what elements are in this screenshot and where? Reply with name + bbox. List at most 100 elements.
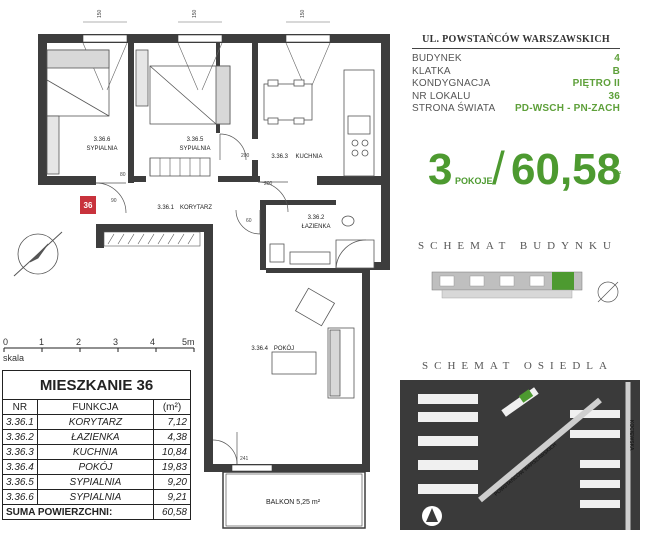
room-code-1: 3.36.1 xyxy=(157,205,174,211)
room-code-2: 3.36.2 xyxy=(308,215,325,221)
row-nr: 3.36.5 xyxy=(2,474,38,490)
row-function: KUCHNIA xyxy=(36,444,155,460)
separator-slash: / xyxy=(492,142,505,194)
col-header-function: FUNKCJA xyxy=(36,399,155,415)
row-area: 4,38 xyxy=(153,429,191,445)
info-value: 4 xyxy=(614,53,620,64)
door-dim-200b: 200 xyxy=(264,181,273,187)
row-nr: 3.36.2 xyxy=(2,429,38,445)
building-schema-image xyxy=(431,271,583,299)
room-name-3: KUCHNIA xyxy=(295,154,322,160)
col-header-nr: NR xyxy=(2,399,38,415)
table-row: 3.36.4 POKÓJ 19,83 xyxy=(2,459,191,475)
area-table: MIESZKANIE 36 NR FUNKCJA (m²) 3.36.1 KOR… xyxy=(2,370,191,520)
col-header-area: (m²) xyxy=(153,399,191,415)
table-row: 3.36.6 SYPIALNIA 9,21 xyxy=(2,489,191,505)
row-area: 9,21 xyxy=(153,489,191,505)
balcony-outline xyxy=(222,471,366,529)
scale-bar xyxy=(3,347,195,352)
rooms-and-area-summary: 3 POKOJE / 60,58 m² xyxy=(428,142,628,194)
rooms-word: POKOJE xyxy=(455,176,493,186)
info-row-building: BUDYNEK 4 xyxy=(412,53,620,66)
door-dim-60: 60 xyxy=(246,218,252,224)
living-room-furniture-icon xyxy=(271,287,355,399)
door-dim-80: 80 xyxy=(120,172,126,178)
estate-schema-image xyxy=(400,380,640,530)
row-area: 9,20 xyxy=(153,474,191,490)
row-function: SYPIALNIA xyxy=(36,474,155,490)
info-value: 36 xyxy=(608,90,620,102)
window-dim-2: 150 xyxy=(192,9,198,18)
info-row-staircase: KLATKA B xyxy=(412,66,620,79)
scale-word: skala xyxy=(3,353,24,363)
table-row: 3.36.3 KUCHNIA 10,84 xyxy=(2,444,191,460)
row-function: KORYTARZ xyxy=(36,414,155,430)
window-marks xyxy=(82,21,331,91)
compass-icon xyxy=(13,231,63,277)
rooms-count: 3 xyxy=(428,145,453,194)
table-row: 3.36.2 ŁAZIENKA 4,38 xyxy=(2,429,191,445)
info-value: PIĘTRO II xyxy=(572,78,620,90)
room-code-6: 3.36.6 xyxy=(94,137,111,143)
room-code-4: 3.36.4 xyxy=(251,346,268,352)
scale-tick-1: 1 xyxy=(39,337,44,347)
table-row: 3.36.5 SYPIALNIA 9,20 xyxy=(2,474,191,490)
info-label: KONDYGNACJA xyxy=(412,78,491,90)
row-nr: 3.36.4 xyxy=(2,459,38,475)
total-area: 60,58 xyxy=(511,145,622,194)
room-name-2: ŁAZIENKA xyxy=(301,224,330,230)
room-code-5: 3.36.5 xyxy=(187,137,204,143)
info-value: PD-WSCH - PN-ZACH xyxy=(514,103,620,115)
kitchen-furniture-icon xyxy=(263,69,375,177)
sum-value: 60,58 xyxy=(153,504,191,520)
info-label: KLATKA xyxy=(412,65,451,77)
row-function: SYPIALNIA xyxy=(36,489,155,505)
info-row-unit-number: NR LOKALU 36 xyxy=(412,91,620,104)
room-code-3: 3.36.3 xyxy=(271,154,288,160)
scale-tick-3: 3 xyxy=(113,337,118,347)
info-label: STRONA ŚWIATA xyxy=(412,103,496,115)
scale-tick-4: 4 xyxy=(150,337,155,347)
table-row: 3.36.1 KORYTARZ 7,12 xyxy=(2,414,191,430)
unit-badge: 36 xyxy=(80,196,96,214)
window-dim-3: 150 xyxy=(300,9,306,18)
bathroom-fixtures-icon xyxy=(269,215,375,269)
info-row-orientation: STRONA ŚWIATA PD-WSCH - PN-ZACH xyxy=(412,103,620,116)
estate-schema-title: SCHEMAT OSIEDLA xyxy=(422,360,613,372)
window-dim-1: 150 xyxy=(97,9,103,18)
estate-street-label-2: KOCIEWSKA xyxy=(628,420,634,451)
room-name-4: POKÓJ xyxy=(274,345,294,352)
row-area: 7,12 xyxy=(153,414,191,430)
room-name-6: SYPIALNIA xyxy=(86,146,117,152)
info-label: BUDYNEK xyxy=(412,53,462,64)
row-area: 10,84 xyxy=(153,444,191,460)
scale-tick-0: 0 xyxy=(3,337,8,347)
room-name-1: KORYTARZ xyxy=(180,205,212,211)
compass-icon xyxy=(597,281,619,303)
bed-icon xyxy=(135,49,231,177)
room-name-5: SYPIALNIA xyxy=(179,146,210,152)
door-dim-200: 200 xyxy=(241,153,250,159)
apartment-info-panel: UL. POWSTAŃCÓW WARSZAWSKICH BUDYNEK 4 KL… xyxy=(412,34,620,116)
row-nr: 3.36.3 xyxy=(2,444,38,460)
scale-tick-2: 2 xyxy=(76,337,81,347)
bed-icon xyxy=(46,49,110,175)
balcony-label: BALKON 5,25 m² xyxy=(266,499,321,506)
area-unit: m² xyxy=(613,171,622,178)
info-label: NR LOKALU xyxy=(412,90,471,102)
wardrobe-icon xyxy=(103,158,201,247)
row-function: ŁAZIENKA xyxy=(36,429,155,445)
row-nr: 3.36.1 xyxy=(2,414,38,430)
table-sum-row: SUMA POWIERZCHNI: 60,58 xyxy=(2,504,191,520)
sum-label: SUMA POWIERZCHNI: xyxy=(2,504,154,520)
building-schema-title: SCHEMAT BUDYNKU xyxy=(418,240,617,252)
row-area: 19,83 xyxy=(153,459,191,475)
info-row-floor: KONDYGNACJA PIĘTRO II xyxy=(412,78,620,91)
door-swings xyxy=(95,133,289,465)
door-dim-90: 90 xyxy=(111,198,117,204)
scale-tick-5: 5m xyxy=(182,337,195,347)
row-function: POKÓJ xyxy=(36,459,155,475)
table-title: MIESZKANIE 36 xyxy=(2,370,191,400)
unit-badge-number: 36 xyxy=(84,201,93,210)
